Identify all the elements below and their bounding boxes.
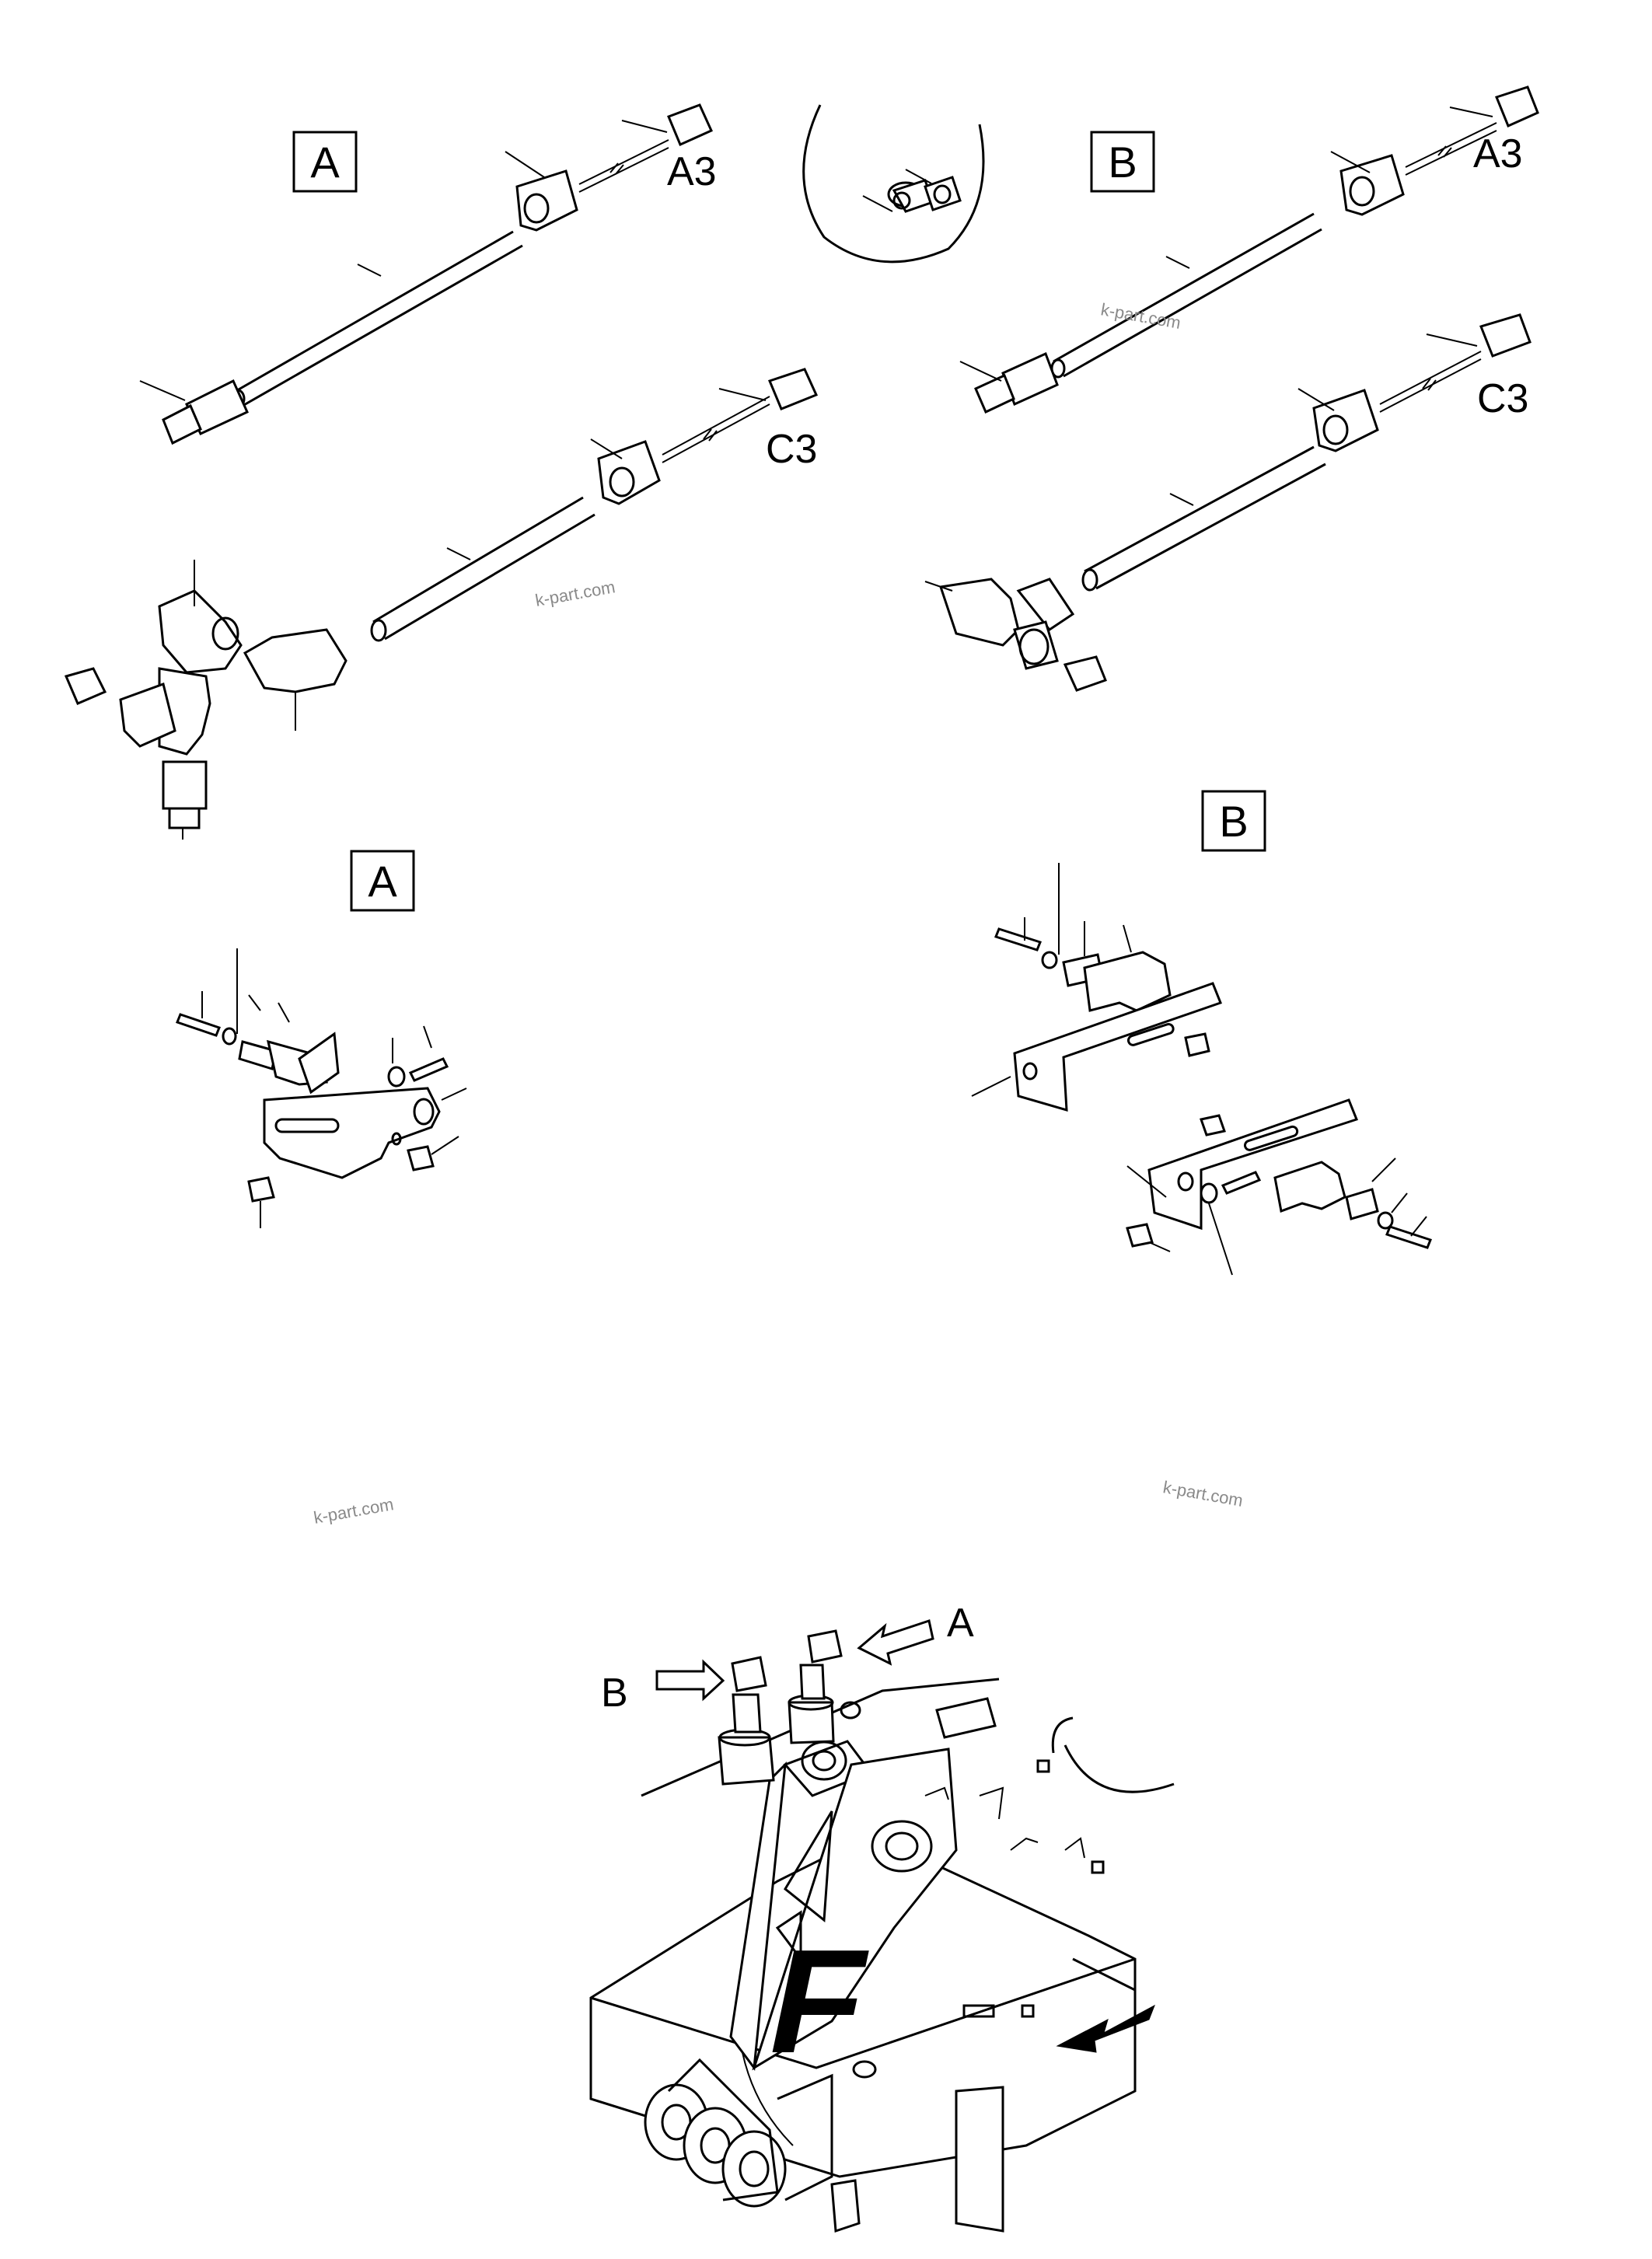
callout-box-a-tubes (292, 131, 358, 193)
view-b-tubes: B A3 (924, 86, 1539, 692)
label-c3-view-b: C3 (1477, 376, 1528, 421)
view-b-bracket: B (971, 790, 1432, 1276)
tube-a3-b: A3 (959, 86, 1539, 414)
label-arrow-a: A (947, 1601, 974, 1646)
tube-c3-b: C3 (924, 313, 1532, 692)
view-a-tubes: A A3 (64, 103, 819, 840)
callout-box-b-bracket (1201, 790, 1266, 852)
label-arrow-b: B (601, 1671, 628, 1716)
direction-arrow-icon (1056, 2004, 1155, 2053)
view-a-bracket: A (176, 850, 467, 1228)
label-a3-view-a: A3 (667, 149, 717, 194)
callout-box-a-bracket (350, 850, 415, 912)
callout-box-b-tubes (1090, 131, 1155, 193)
label-a3-view-b: A3 (1473, 131, 1523, 176)
tube-a3-a: A3 (139, 103, 717, 445)
watermark: k-part.com (1161, 1477, 1245, 1510)
detail-circle-cap-nut (802, 104, 985, 264)
callout-box-b-tubes-label: B (1108, 138, 1137, 187)
tube-c3-a: C3 (64, 368, 819, 840)
label-c3-view-a: C3 (766, 427, 817, 472)
watermark: k-part.com (534, 577, 617, 610)
machine-overview: A B F (589, 1601, 1175, 2233)
watermark: k-part.com (313, 1494, 396, 1528)
callout-box-b-bracket-label: B (1219, 797, 1248, 846)
callout-box-a-bracket-label: A (368, 857, 397, 906)
callout-box-a-tubes-label: A (310, 138, 340, 187)
